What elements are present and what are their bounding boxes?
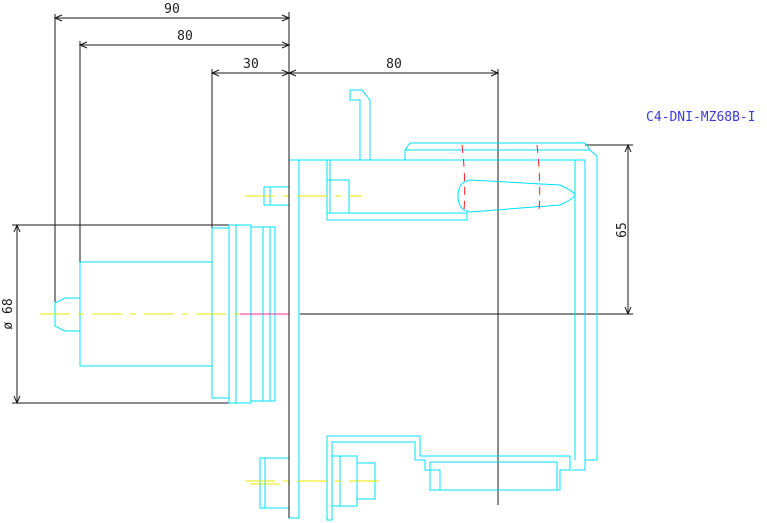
dimension-90: 90 xyxy=(53,2,291,302)
lower-bracket xyxy=(326,435,571,521)
hidden-lines xyxy=(461,144,541,213)
nose-tip xyxy=(54,297,80,332)
shank-body xyxy=(79,261,212,367)
part-outline xyxy=(54,89,598,521)
dimension-65: 65 xyxy=(300,143,633,316)
top-tab xyxy=(349,89,371,161)
housing-plate xyxy=(288,159,300,519)
dimension-30: 30 xyxy=(210,57,291,230)
dim-80-top-label: 80 xyxy=(177,29,193,44)
lower-foot xyxy=(429,461,558,491)
dim-65-label: 65 xyxy=(615,222,630,238)
dim-30-label: 30 xyxy=(243,57,259,72)
housing-body xyxy=(299,159,586,471)
flange-ring-1 xyxy=(211,227,230,399)
part-code-label: C4-DNI-MZ68B-I xyxy=(646,110,756,125)
dimension-80-right: 80 xyxy=(287,12,500,505)
dimension-diameter-68: ø 68 xyxy=(1,223,250,405)
lower-bolt-1 xyxy=(259,457,290,509)
coolant-slot xyxy=(457,179,576,213)
top-rail xyxy=(404,142,598,461)
centerlines xyxy=(40,195,385,485)
dim-diameter-label: ø 68 xyxy=(1,298,16,329)
dimension-layer: 90 80 30 80 xyxy=(1,2,633,505)
dim-80-right-label: 80 xyxy=(386,57,402,72)
upper-pocket xyxy=(326,160,468,221)
dim-90-label: 90 xyxy=(164,2,180,17)
